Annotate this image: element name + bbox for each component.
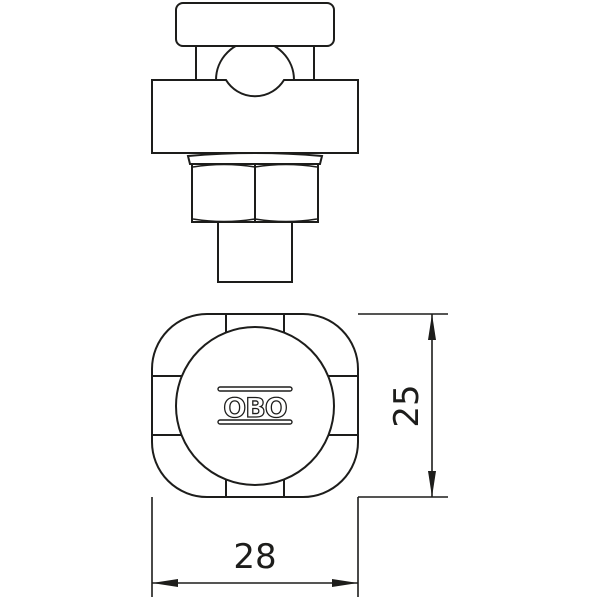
washer	[186, 152, 324, 165]
side-view	[151, 2, 359, 283]
top-view: OBO	[151, 313, 359, 498]
width-dimension-label: 28	[233, 537, 276, 577]
arrow-right-icon	[332, 579, 358, 587]
round-cap	[175, 326, 335, 486]
arrow-left-icon	[152, 579, 178, 587]
obo-logo-text: OBO	[223, 393, 287, 424]
hex-nut	[191, 163, 319, 223]
height-dimension-label: 25	[387, 384, 427, 427]
obo-logo: OBO	[217, 386, 293, 425]
threaded-stem	[217, 221, 293, 283]
top-cap	[175, 2, 335, 47]
clamp-block	[151, 79, 359, 154]
arrow-up-icon	[428, 314, 436, 340]
arrow-down-icon	[428, 471, 436, 497]
dimension-height: 25	[358, 313, 448, 498]
dimension-width: 28	[151, 497, 359, 597]
